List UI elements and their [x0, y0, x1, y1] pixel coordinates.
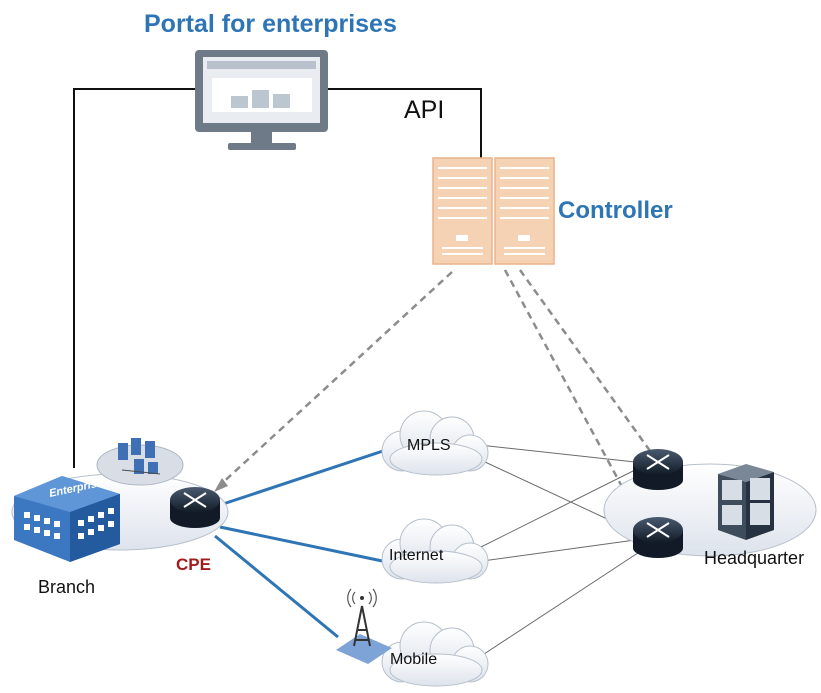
mpls-label: MPLS — [407, 437, 451, 454]
server-icon — [432, 157, 555, 265]
controller-cpe-dashed-line — [217, 271, 453, 488]
cell-tower-icon — [336, 588, 392, 664]
portal-title: Portal for enterprises — [144, 10, 397, 38]
branch-label: Branch — [38, 577, 96, 597]
arrowhead-cpe — [214, 478, 228, 492]
building-icon: Enterprise — [14, 476, 120, 562]
controller-hq-dashed-line-1 — [503, 269, 642, 521]
internet-label: Internet — [389, 547, 444, 564]
cpe-internet-link — [219, 525, 388, 564]
cpe-mpls-link — [219, 446, 393, 507]
router-icon — [170, 487, 220, 528]
rack-icon — [718, 464, 774, 540]
controller-hq-dashed-line-2 — [518, 269, 660, 463]
portal-controller-link — [328, 88, 482, 158]
controller-label: Controller — [558, 197, 673, 224]
headquarter-label: Headquarter — [704, 548, 805, 568]
api-label: API — [404, 96, 445, 124]
cpe-mobile-link — [214, 534, 339, 639]
monitor-icon — [195, 50, 328, 150]
wan-hq-links — [469, 443, 651, 661]
control-dashed-links — [214, 269, 662, 527]
host-group-icon — [96, 438, 184, 486]
router-icon — [633, 517, 683, 558]
mobile-label: Mobile — [390, 651, 438, 668]
cpe-label: CPE — [176, 555, 211, 574]
router-icon — [633, 449, 683, 490]
cpe-wan-links — [214, 446, 393, 639]
portal-branch-link — [73, 88, 195, 468]
